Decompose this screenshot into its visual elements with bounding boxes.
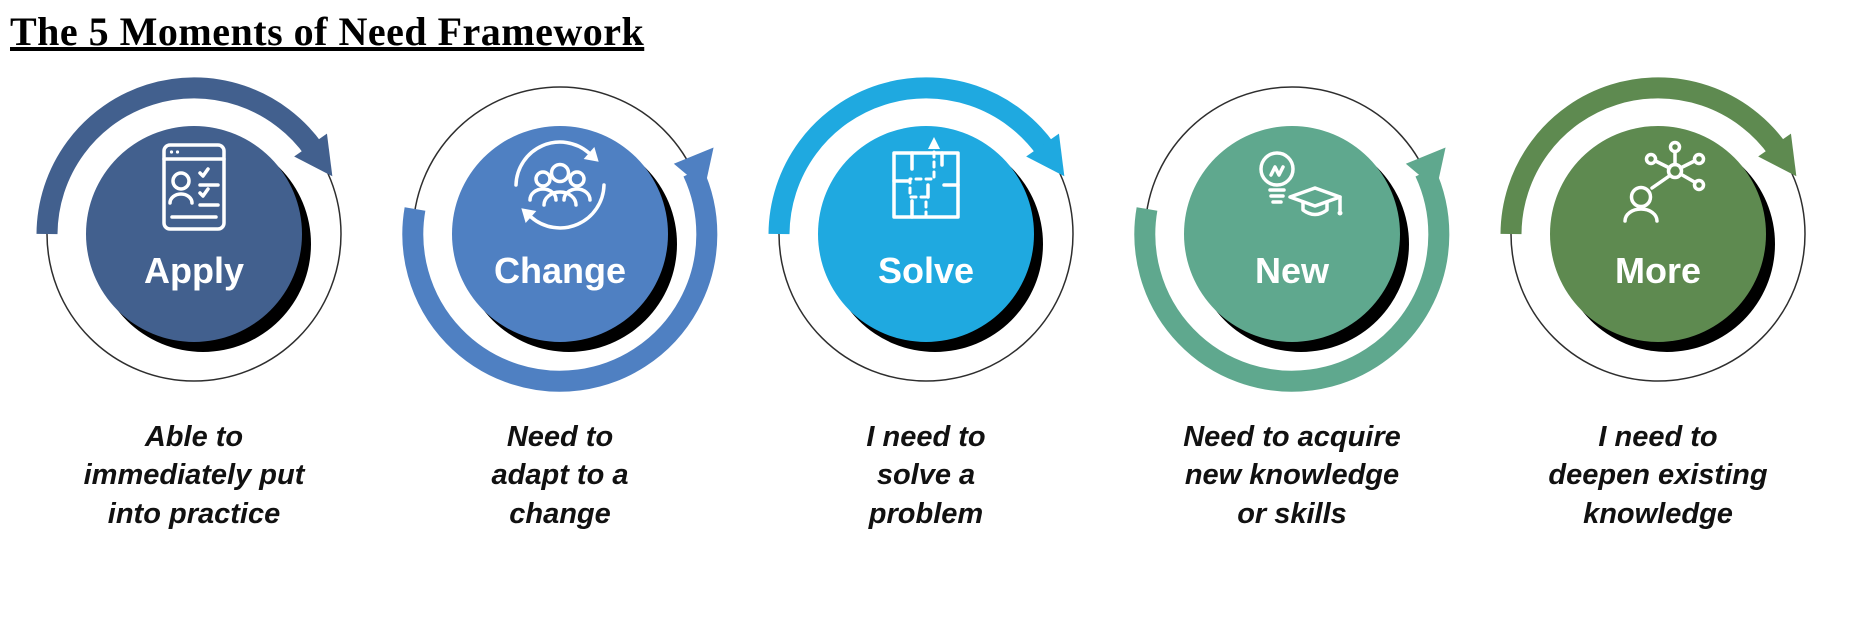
arc-arrow	[36, 77, 323, 235]
disc	[1184, 126, 1400, 342]
moment-more-graphic: More	[1500, 77, 1806, 382]
page-title: The 5 Moments of Need Framework	[10, 9, 645, 54]
moment-solve: Solve I need to solve a problem	[743, 69, 1109, 533]
arc-arrowhead	[673, 147, 714, 190]
people-cycle-icon	[514, 140, 606, 230]
moment-label: More	[1615, 250, 1701, 291]
arc-arrowhead	[1405, 147, 1446, 190]
moment-new: New Need to acquire new knowledge or ski…	[1109, 69, 1475, 533]
arc-arrowhead	[1758, 133, 1797, 177]
framework-diagram: Apply Able to immediately put into pract…	[0, 69, 1852, 533]
moment-label: Change	[494, 250, 626, 291]
moment-new-graphic: New	[1134, 86, 1450, 392]
moment-description: Need to acquire new knowledge or skills	[1183, 421, 1401, 530]
disc	[818, 126, 1034, 342]
moment-description: I need to deepen existing knowledge	[1548, 421, 1768, 530]
moment-label: Apply	[144, 250, 244, 291]
form-checklist-icon	[162, 143, 226, 231]
moment-apply-graphic: Apply	[36, 77, 342, 382]
moment-change-graphic: Change	[402, 86, 718, 392]
disc	[1550, 126, 1766, 342]
maze-icon	[892, 137, 960, 219]
knowledge-network-icon	[1623, 140, 1706, 223]
arc-arrow	[402, 167, 718, 392]
moment-description: I need to solve a problem	[866, 421, 986, 530]
arc-arrow	[1134, 167, 1450, 392]
disc	[86, 126, 302, 342]
arc-arrow	[768, 77, 1055, 235]
arc-arrow	[1500, 77, 1787, 235]
lightbulb-gradcap-icon	[1259, 151, 1343, 217]
moment-solve-graphic: Solve	[768, 77, 1074, 382]
moment-label: New	[1255, 250, 1330, 291]
moment-change: Change Need to adapt to a change	[377, 69, 743, 533]
arc-arrowhead	[294, 133, 333, 177]
disc	[452, 126, 668, 342]
moment-label: Solve	[878, 250, 974, 291]
moment-description: Need to adapt to a change	[491, 421, 629, 530]
moment-description: Able to immediately put into practice	[83, 421, 305, 530]
moment-apply: Apply Able to immediately put into pract…	[11, 69, 377, 533]
moment-more: More I need to deepen existing knowledge	[1475, 69, 1841, 533]
arc-arrowhead	[1026, 133, 1065, 177]
